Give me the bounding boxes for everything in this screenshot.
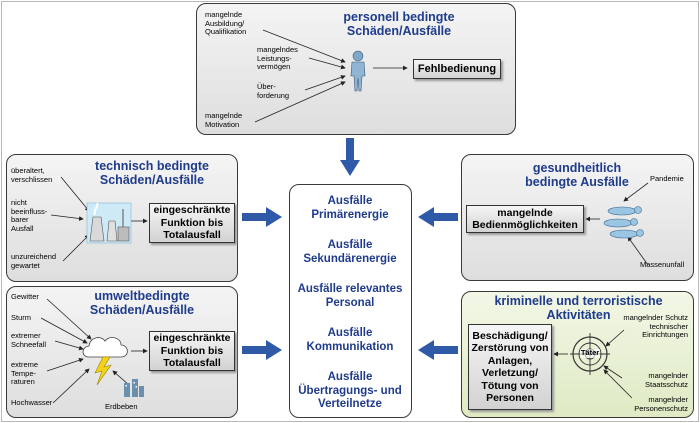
cause-performance: mangelndes Leistungs- vermögen	[257, 45, 298, 71]
cause-storm: Sturm	[11, 313, 32, 322]
cause-snowfall: extremer Schneefall	[11, 331, 47, 349]
health-title: gesundheitlich bedingte Ausfälle	[502, 161, 652, 189]
personnel-title: personell bedingte Schäden/Ausfälle	[289, 10, 509, 38]
cause-pandemic: Pandemie	[650, 174, 684, 183]
criminal-title-line1: kriminelle und terroristische	[494, 294, 663, 308]
power-plant-icon	[86, 202, 132, 244]
arrow-criminal-to-center	[418, 340, 458, 360]
center-item-communication: Ausfälle Kommunikation	[306, 327, 394, 353]
technical-cause-arrows	[50, 176, 148, 262]
center-item-personnel: Ausfälle relevantes Personal	[297, 283, 403, 309]
target-label: Täter	[580, 348, 600, 358]
cause-thunderstorm: Gewitter	[11, 292, 39, 301]
cause-overload: Über- forderung	[257, 82, 290, 100]
technical-title: technisch bedingte Schäden/Ausfälle	[67, 159, 237, 187]
environmental-title-line1: umweltbedingte	[94, 289, 190, 303]
panel-environmental: umweltbedingte Schäden/Ausfälle Gewitter…	[6, 286, 238, 418]
result-operating-error: Fehlbedienung	[413, 59, 501, 79]
panel-criminal: kriminelle und terroristische Aktivitäte…	[461, 291, 694, 418]
cause-maintenance: unzureichend gewartet	[11, 252, 57, 270]
arrow-health-to-center	[418, 207, 458, 227]
personnel-title-line2: Schäden/Ausfälle	[346, 24, 452, 38]
health-title-line2: bedingte Ausfälle	[525, 175, 629, 189]
panel-personnel: personell bedingte Schäden/Ausfälle mang…	[196, 3, 516, 135]
cause-mass-accident: Massenunfall	[640, 260, 685, 269]
personnel-cause-arrows	[254, 29, 408, 123]
cause-personal-protection: mangelnder Personenschutz	[634, 395, 688, 413]
cause-earthquake: Erdbeben	[105, 402, 138, 411]
health-cause-arrows	[585, 182, 649, 266]
center-item-networks: Ausfälle Übertragungs- und Verteilnetze	[298, 371, 402, 410]
storm-cloud-icon	[82, 337, 128, 386]
health-title-line1: gesundheitlich	[532, 161, 622, 175]
criminal-title-line2: Aktivitäten	[546, 308, 611, 322]
environmental-title-line2: Schäden/Ausfälle	[89, 303, 195, 317]
cause-training: mangelnde Ausbildung/ Qualifikation	[205, 10, 247, 36]
panel-technical: technisch bedingte Schäden/Ausfälle über…	[6, 154, 238, 282]
panel-center: Ausfälle Primärenergie Ausfälle Sekundär…	[289, 184, 412, 418]
cause-technical-protection: mangelnder Schutz technischer Einrichtun…	[623, 313, 688, 339]
panel-health: gesundheitlich bedingte Ausfälle Pandemi…	[461, 154, 694, 281]
cause-worn: überaltert, verschlissen	[11, 166, 53, 184]
cause-flood: Hochwasser	[11, 398, 53, 407]
center-item-primary-energy: Ausfälle Primärenergie	[311, 195, 389, 221]
earthquake-icon	[124, 379, 144, 397]
technical-title-line2: Schäden/Ausfälle	[99, 173, 205, 187]
arrow-environmental-to-center	[242, 340, 282, 360]
criminal-cause-arrows	[553, 329, 633, 399]
cause-motivation: mangelnde Motivation	[205, 111, 243, 129]
person-icon	[350, 50, 366, 92]
technical-result: eingeschränkte Funktion bis Totalausfall	[149, 203, 235, 243]
center-item-secondary-energy: Ausfälle Sekundärenergie	[303, 239, 397, 265]
criminal-title: kriminelle und terroristische Aktivitäte…	[464, 294, 693, 322]
health-result: mangelnde Bedienmöglichkeiten	[466, 205, 584, 233]
patients-icon	[603, 206, 644, 239]
technical-title-line1: technisch bedingte	[95, 159, 209, 173]
cause-temperatures: extreme Tempe- raturen	[11, 360, 39, 386]
cause-state-protection: mangelnder Staatsschutz	[645, 371, 688, 389]
arrow-personnel-to-center	[340, 138, 360, 176]
cause-uncontrollable: nicht beeinfluss- barer Ausfall	[11, 198, 48, 233]
criminal-result: Beschädigung/ Zerstörung von Anlagen, Ve…	[468, 324, 552, 410]
environmental-result: eingeschränkte Funktion bis Totalausfall	[149, 331, 235, 371]
personnel-title-line1: personell bedingte	[343, 10, 455, 24]
arrow-technical-to-center	[242, 207, 282, 227]
environmental-title: umweltbedingte Schäden/Ausfälle	[67, 289, 217, 317]
environmental-cause-arrows	[40, 298, 148, 404]
